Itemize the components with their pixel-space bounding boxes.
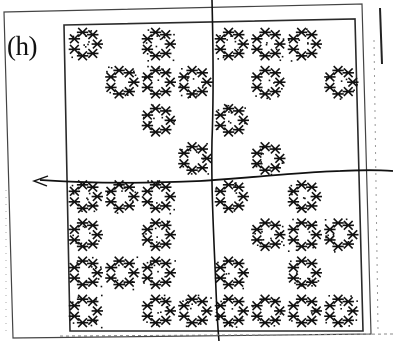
hand-drawn-horizontal-line xyxy=(39,169,393,184)
fractal-cluster xyxy=(141,27,176,62)
fractal-cluster xyxy=(141,217,176,252)
outer-frame xyxy=(3,3,372,339)
fractal-cluster xyxy=(324,294,359,328)
fractal-cluster xyxy=(287,294,322,328)
fractal-cluster xyxy=(214,256,249,290)
fractal-cluster xyxy=(287,179,322,214)
hand-drawn-vertical-line xyxy=(211,0,220,341)
panel-label: (h) xyxy=(7,31,37,61)
fractal-cluster xyxy=(287,27,322,62)
fractal-cluster xyxy=(141,65,176,99)
plot-frame xyxy=(63,18,364,332)
fractal-clusters xyxy=(68,27,359,329)
margin-line xyxy=(379,7,383,65)
fractal-cluster xyxy=(324,217,359,253)
fractal-cluster xyxy=(68,294,103,329)
fractal-cluster xyxy=(141,103,176,138)
fractal-cluster xyxy=(68,27,103,61)
fractal-cluster xyxy=(105,179,140,214)
fractal-cluster xyxy=(141,256,176,290)
fractal-cluster xyxy=(68,256,103,290)
fractal-cluster xyxy=(214,294,249,328)
scan-noise-right xyxy=(373,39,379,331)
fractal-cluster xyxy=(68,179,103,214)
fractal-cluster xyxy=(251,65,286,100)
fractal-cluster xyxy=(251,217,286,252)
scan-noise-bottom xyxy=(59,333,393,337)
fractal-cluster xyxy=(214,179,249,214)
fractal-cluster xyxy=(178,141,213,176)
fractal-cluster xyxy=(105,256,140,291)
fractal-cluster xyxy=(251,141,286,176)
fractal-cluster xyxy=(287,256,322,290)
fractal-cluster xyxy=(141,294,176,328)
fractal-cluster xyxy=(68,217,103,252)
fractal-cluster xyxy=(178,294,213,328)
fractal-cluster xyxy=(251,27,286,62)
fractal-cluster xyxy=(178,65,213,99)
fractal-cluster xyxy=(251,294,286,328)
fractal-cluster xyxy=(324,65,359,100)
arrowhead-left xyxy=(31,175,49,187)
fractal-cluster xyxy=(214,27,249,61)
fractal-cluster xyxy=(214,103,249,138)
fractal-cluster xyxy=(287,217,322,253)
fractal-cluster xyxy=(141,179,176,215)
fractal-cluster xyxy=(105,65,140,99)
